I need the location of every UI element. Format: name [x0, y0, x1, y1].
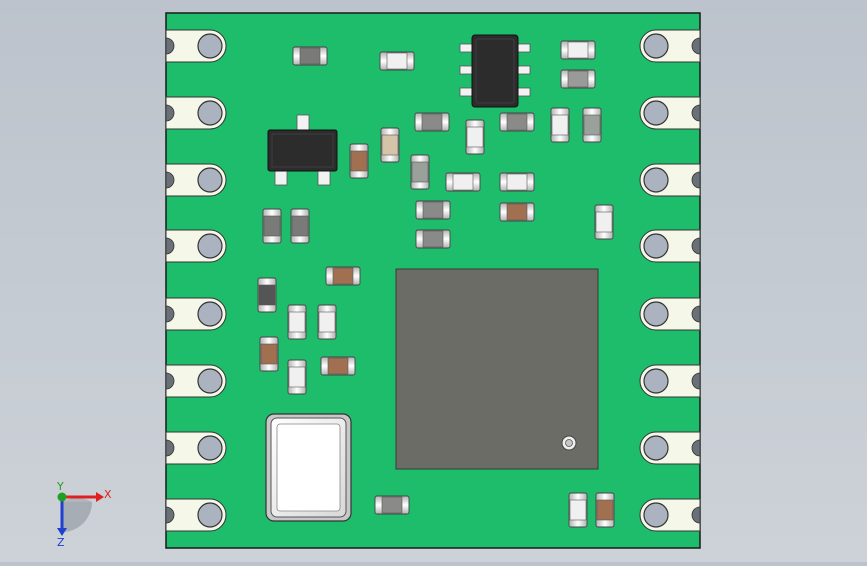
castellated-pad-right	[639, 297, 701, 331]
x-axis-label: X	[104, 488, 112, 501]
castellated-pad-right	[639, 163, 701, 197]
smd-passive	[317, 304, 337, 340]
smd-passive	[379, 51, 415, 71]
smd-passive	[594, 204, 614, 240]
castellated-pad-right	[639, 229, 701, 263]
passive-components	[257, 40, 615, 528]
smd-passive	[380, 127, 400, 163]
castellated-pad-right	[639, 29, 701, 63]
ic-sot23-6	[459, 34, 531, 108]
smd-passive	[568, 492, 588, 528]
castellated-pad-left	[165, 229, 227, 263]
castellated-pad-left	[165, 163, 227, 197]
z-axis-arrowhead	[57, 528, 67, 536]
smd-passive	[465, 119, 485, 155]
castellated-pad-left	[165, 364, 227, 398]
rf-module	[395, 268, 599, 470]
smd-passive	[287, 359, 307, 395]
smd-passive	[262, 208, 282, 244]
y-axis-marker	[57, 492, 67, 502]
smd-passive	[445, 172, 481, 192]
smd-passive	[560, 40, 596, 60]
z-axis-label: Z	[57, 536, 65, 549]
castellated-pad-left	[165, 29, 227, 63]
smd-passive	[349, 143, 369, 179]
castellated-pad-right	[639, 498, 701, 532]
right-castellated-pads	[639, 29, 701, 532]
castellated-pad-left	[165, 498, 227, 532]
castellated-pad-left	[165, 297, 227, 331]
smd-passive	[290, 208, 310, 244]
smd-passive	[320, 356, 356, 376]
smd-passive	[499, 172, 535, 192]
left-castellated-pads	[165, 29, 227, 532]
smd-passive	[595, 492, 615, 528]
smd-passive	[374, 495, 410, 515]
castellated-pad-right	[639, 431, 701, 465]
castellated-pad-right	[639, 364, 701, 398]
smd-passive	[415, 200, 451, 220]
castellated-pad-left	[165, 96, 227, 130]
smd-passive	[582, 107, 602, 143]
smd-passive	[415, 229, 451, 249]
castellated-pad-right	[639, 96, 701, 130]
smd-passive	[292, 46, 328, 66]
smd-passive	[410, 154, 430, 190]
smd-passive	[287, 304, 307, 340]
smd-passive	[259, 336, 279, 372]
y-axis-label: Y	[56, 480, 64, 493]
smd-passive	[414, 112, 450, 132]
crystal-oscillator	[265, 413, 352, 522]
transistor-sot23	[267, 114, 338, 186]
axis-triad: X Y Z	[40, 480, 120, 550]
smd-passive	[560, 69, 596, 89]
x-axis-arrowhead	[96, 492, 104, 502]
smd-passive	[550, 107, 570, 143]
castellated-pad-left	[165, 431, 227, 465]
smd-passive	[325, 266, 361, 286]
smd-passive	[257, 277, 277, 313]
smd-passive	[499, 202, 535, 222]
smd-passive	[499, 112, 535, 132]
